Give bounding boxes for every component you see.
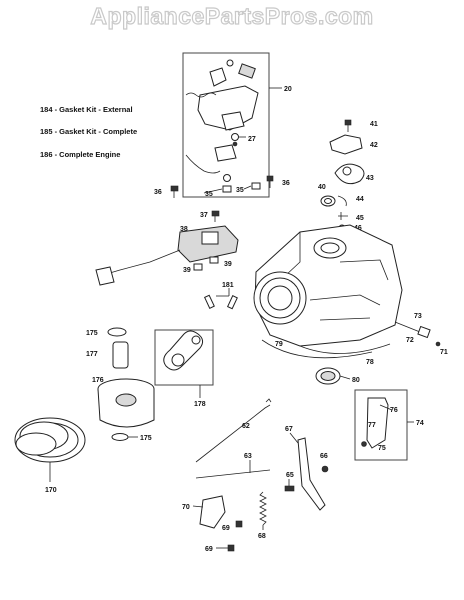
governor-box-frame	[182, 52, 270, 198]
callout-75: 75	[378, 445, 386, 452]
nut-66	[321, 465, 329, 473]
callout-69-b: 69	[205, 546, 213, 553]
callout-73: 73	[414, 313, 422, 320]
legend-item-186: 186 - Complete Engine	[40, 150, 120, 159]
callout-77: 77	[368, 422, 376, 429]
callout-181: 181	[222, 282, 234, 289]
governor-lever-67	[289, 432, 326, 511]
callout-175-a: 175	[86, 330, 98, 337]
callout-35-b: 35	[236, 187, 244, 194]
callout-72: 72	[406, 337, 414, 344]
callout-65: 65	[286, 472, 294, 479]
governor-control-group	[182, 52, 282, 198]
ignition-module	[95, 225, 239, 286]
callout-42: 42	[370, 142, 378, 149]
spring-68	[259, 491, 267, 530]
bolt-36-left	[170, 185, 179, 198]
callout-37: 37	[200, 212, 208, 219]
callout-36-b: 36	[282, 180, 290, 187]
callout-170: 170	[45, 487, 57, 494]
callout-68: 68	[258, 533, 266, 540]
callout-78: 78	[366, 359, 374, 366]
callout-76: 76	[390, 407, 398, 414]
legend-item-184: 184 - Gasket Kit - External	[40, 105, 133, 114]
governor-shaft-73	[394, 321, 441, 347]
bolt-37	[211, 210, 220, 222]
callout-44: 44	[356, 196, 364, 203]
seal-44	[320, 195, 347, 207]
watermark: AppliancePartsPros.com	[90, 3, 373, 29]
callout-43: 43	[366, 175, 374, 182]
cover-plate-42	[329, 134, 363, 155]
callout-62: 62	[242, 423, 250, 430]
callout-38: 38	[180, 226, 188, 233]
callout-74: 74	[416, 420, 424, 427]
piston-pin-175-top	[107, 327, 127, 337]
bearing-80	[315, 367, 351, 385]
callout-69-a: 69	[222, 525, 230, 532]
pin-45	[338, 212, 348, 220]
connecting-rod-box-frame	[154, 329, 214, 386]
clip-65	[284, 479, 295, 492]
callout-66: 66	[320, 453, 328, 460]
callout-39-a: 39	[183, 267, 191, 274]
piston-rings-170	[14, 417, 86, 482]
screw-69-a	[235, 520, 243, 528]
callout-80: 80	[352, 377, 360, 384]
callout-40: 40	[318, 184, 326, 191]
piston-176	[97, 378, 155, 428]
link-63	[195, 460, 271, 479]
callout-67: 67	[285, 426, 293, 433]
callout-20: 20	[284, 86, 292, 93]
callout-177: 177	[86, 351, 98, 358]
throttle-rod-62	[195, 398, 272, 463]
callout-39-b: 39	[224, 261, 232, 268]
crankcase-block	[253, 224, 403, 359]
callout-176: 176	[92, 377, 104, 384]
callout-27: 27	[248, 136, 256, 143]
bracket-70	[192, 495, 226, 529]
callout-45: 45	[356, 215, 364, 222]
screw-69-b	[216, 544, 235, 552]
callout-41: 41	[370, 121, 378, 128]
legend-item-185: 185 - Gasket Kit - Complete	[40, 127, 137, 136]
callout-79: 79	[275, 341, 283, 348]
callout-63: 63	[244, 453, 252, 460]
bolts-181	[203, 288, 238, 310]
wrist-pin-177	[112, 341, 129, 369]
bolt-41	[344, 119, 352, 132]
callout-35-a: 35	[205, 191, 213, 198]
callout-178: 178	[194, 401, 206, 408]
callout-70: 70	[182, 504, 190, 511]
choke-bracket-box	[354, 389, 414, 461]
piston-pin-175-bottom	[111, 433, 138, 441]
callout-71: 71	[440, 349, 448, 356]
callout-175-b: 175	[140, 435, 152, 442]
callout-36-a: 36	[154, 189, 162, 196]
choke-box-frame	[354, 389, 408, 461]
gasket-43	[334, 163, 365, 185]
bolt-36-right	[266, 175, 274, 188]
connecting-rod-box	[154, 329, 214, 398]
